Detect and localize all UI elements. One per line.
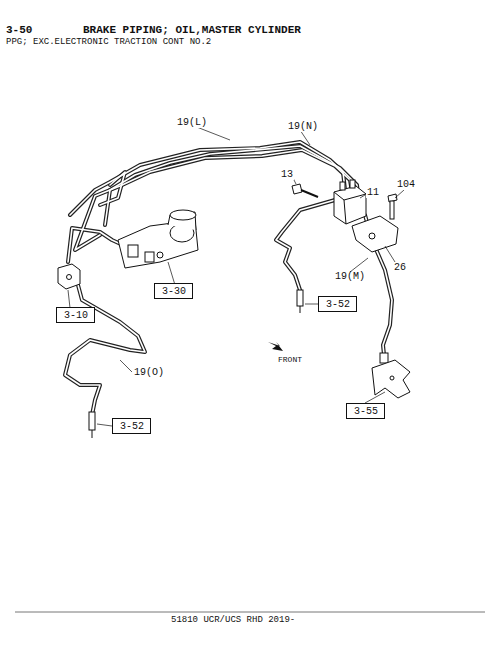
pipe-callout: 19(N) bbox=[287, 122, 319, 132]
reference-box: 3-52 bbox=[112, 418, 151, 434]
callout-number: 11 bbox=[366, 188, 380, 198]
reference-box: 3-52 bbox=[318, 296, 357, 312]
footer-code: 51810 UCR/UCS RHD 2019- bbox=[170, 616, 296, 625]
pipe-callout: 19(O) bbox=[133, 368, 165, 378]
reference-number: 3-30 bbox=[162, 287, 192, 297]
pipe-callout: 19(M) bbox=[334, 272, 366, 282]
reference-box: 3-55 bbox=[346, 403, 385, 419]
reference-number: 3-52 bbox=[326, 300, 356, 310]
callout-number: 104 bbox=[396, 180, 416, 190]
reference-box: 3-10 bbox=[56, 307, 95, 323]
page-title: BRAKE PIPING; OIL,MASTER CYLINDER bbox=[82, 25, 302, 36]
page-subtitle: PPG; EXC.ELECTRONIC TRACTION CONT NO.2 bbox=[5, 38, 212, 47]
reference-number: 3-52 bbox=[120, 422, 150, 432]
reference-box: 3-30 bbox=[154, 283, 193, 299]
direction-label: FRONT bbox=[277, 356, 303, 364]
callout-number: 26 bbox=[393, 263, 407, 273]
callout-number: 13 bbox=[280, 170, 294, 180]
reference-number: 3-10 bbox=[64, 311, 94, 321]
pipe-callout: 19(L) bbox=[176, 118, 208, 128]
section-number: 3-50 bbox=[5, 25, 33, 36]
reference-number: 3-55 bbox=[354, 407, 384, 417]
